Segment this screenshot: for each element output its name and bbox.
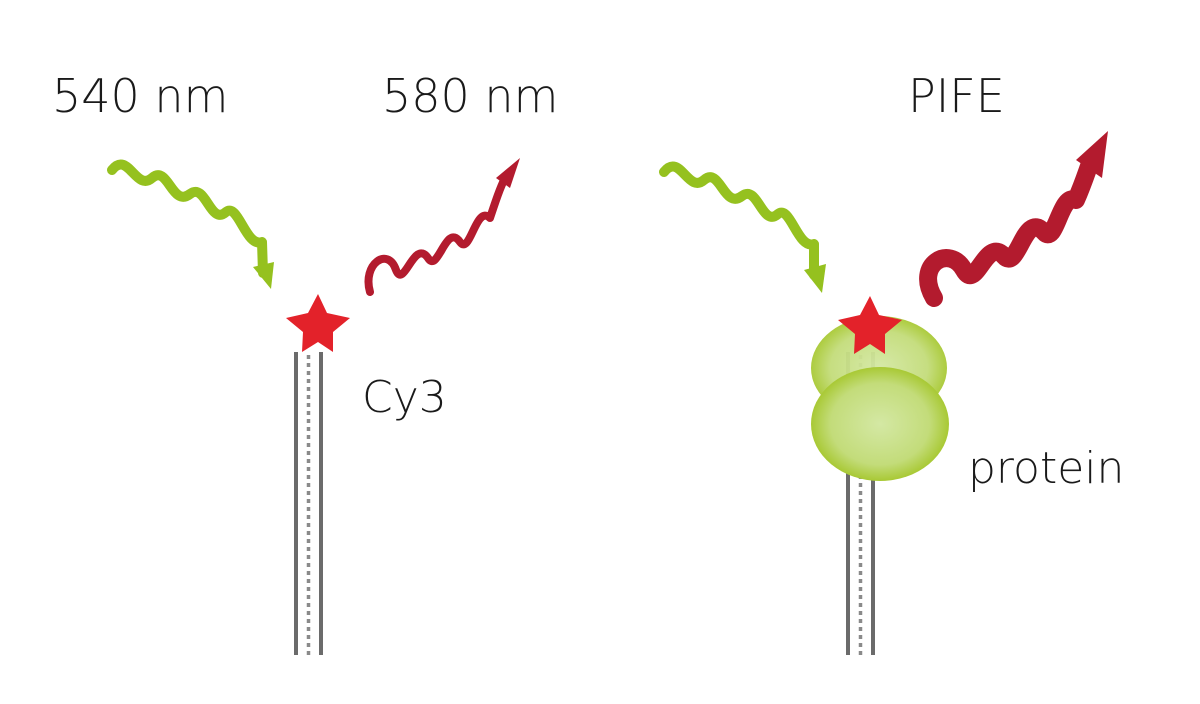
cy3-star-icon [286, 294, 350, 352]
excitation-photon-arrow-pife [659, 161, 826, 293]
dna-duplex-left [294, 352, 323, 655]
protein-label: protein [968, 443, 1124, 494]
excitation-wavelength-label: 540 nm [52, 69, 228, 123]
excitation-photon-arrow [107, 159, 274, 289]
left-panel: 540 nm 580 nm Cy3 [52, 69, 558, 655]
right-panel: PIFE protein [659, 69, 1124, 655]
protein-blob [811, 316, 949, 481]
enhanced-emission-photon-arrow [919, 131, 1108, 307]
cy3-star-icon-pife [838, 296, 902, 354]
emission-photon-arrow [364, 158, 520, 296]
dye-label: Cy3 [362, 372, 447, 423]
emission-wavelength-label: 580 nm [382, 69, 558, 123]
pife-label: PIFE [908, 69, 1005, 123]
